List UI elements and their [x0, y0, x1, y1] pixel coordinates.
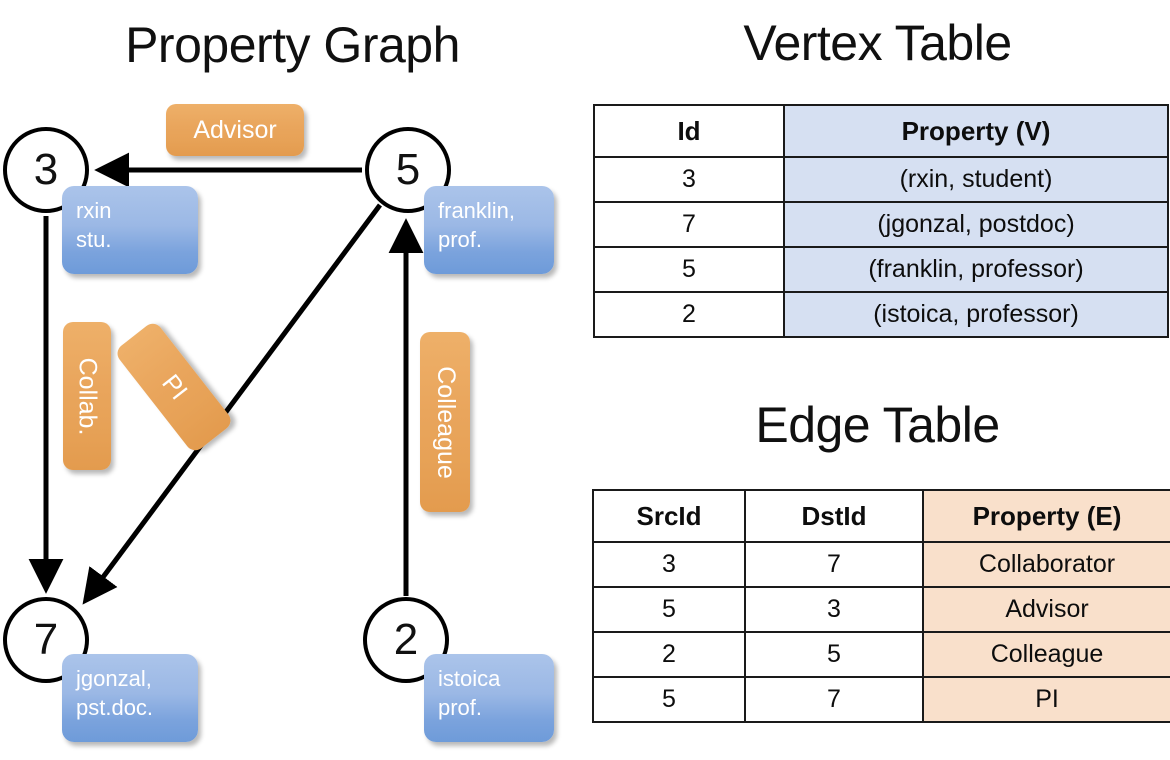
- table-row: 2 (istoica, professor): [593, 291, 1169, 338]
- table-row: 5 7 PI: [592, 676, 1170, 723]
- vertex-cell-property: (franklin, professor): [783, 246, 1169, 293]
- graph-edge-lines: [28, 152, 424, 605]
- node-property-line: stu.: [76, 227, 112, 253]
- node-property-line: franklin,: [438, 198, 516, 223]
- page-title-vertex-table: Vertex Table: [743, 15, 1012, 71]
- vertex-cell-property: (istoica, professor): [783, 291, 1169, 338]
- node-property-callout-2: istoica prof.: [424, 654, 554, 742]
- node-property-line: rxin: [76, 198, 112, 223]
- graph-node-5[interactable]: 5: [365, 127, 451, 213]
- edge-label-text: PI: [156, 368, 193, 405]
- edge-label-collab: Collab.: [63, 322, 111, 470]
- edge-cell-dstid: 7: [744, 541, 924, 588]
- edge-cell-srcid: 5: [592, 676, 746, 723]
- edge-table-header-property: Property (E): [922, 489, 1170, 543]
- table-header-row: SrcId DstId Property (E): [592, 489, 1170, 543]
- edge-cell-dstid: 3: [744, 586, 924, 633]
- vertex-table-header-property: Property (V): [783, 104, 1169, 158]
- node-property-line: jgonzal,: [76, 666, 152, 691]
- edge-cell-dstid: 5: [744, 631, 924, 678]
- edge-table-header-dstid: DstId: [744, 489, 924, 543]
- graph-node-2[interactable]: 2: [363, 597, 449, 683]
- table-header-row: Id Property (V): [593, 104, 1169, 158]
- node-property-line: prof.: [438, 695, 483, 721]
- edge-cell-srcid: 3: [592, 541, 746, 588]
- table-row: 5 (franklin, professor): [593, 246, 1169, 293]
- vertex-cell-id: 3: [593, 156, 785, 203]
- graph-edge-5-to-7: [82, 203, 383, 605]
- edge-cell-property: Collaborator: [922, 541, 1170, 588]
- edge-cell-dstid: 7: [744, 676, 924, 723]
- table-row: 7 (jgonzal, postdoc): [593, 201, 1169, 248]
- edge-table: SrcId DstId Property (E) 3 7 Collaborato…: [592, 489, 1170, 723]
- property-graph-diagram: 3 5 7 2 rxin stu. franklin, prof. jgonza…: [3, 104, 554, 742]
- edge-cell-property: Colleague: [922, 631, 1170, 678]
- page-title-property-graph: Property Graph: [125, 17, 460, 73]
- edge-cell-property: Advisor: [922, 586, 1170, 633]
- edge-cell-srcid: 2: [592, 631, 746, 678]
- table-row: 5 3 Advisor: [592, 586, 1170, 633]
- edge-label-text: Collab.: [73, 357, 102, 435]
- vertex-cell-id: 2: [593, 291, 785, 338]
- table-row: 2 5 Colleague: [592, 631, 1170, 678]
- node-property-line: istoica: [438, 666, 501, 691]
- node-property-callout-5: franklin, prof.: [424, 186, 554, 274]
- edge-label-advisor: Advisor: [166, 104, 304, 156]
- vertex-table-header-id: Id: [593, 104, 785, 158]
- vertex-cell-id: 7: [593, 201, 785, 248]
- edge-cell-srcid: 5: [592, 586, 746, 633]
- table-row: 3 (rxin, student): [593, 156, 1169, 203]
- edge-table-header-srcid: SrcId: [592, 489, 746, 543]
- page-title-edge-table: Edge Table: [755, 397, 1000, 453]
- edge-label-colleague: Colleague: [420, 332, 470, 512]
- vertex-table: Id Property (V) 3 (rxin, student) 7 (jgo…: [593, 104, 1169, 338]
- edge-cell-property: PI: [922, 676, 1170, 723]
- vertex-cell-property: (jgonzal, postdoc): [783, 201, 1169, 248]
- node-property-callout-7: jgonzal, pst.doc.: [62, 654, 198, 742]
- vertex-cell-id: 5: [593, 246, 785, 293]
- node-property-callout-3: rxin stu.: [62, 186, 198, 274]
- table-row: 3 7 Collaborator: [592, 541, 1170, 588]
- edge-label-text: Colleague: [431, 365, 460, 479]
- node-property-line: pst.doc.: [76, 695, 154, 721]
- vertex-cell-property: (rxin, student): [783, 156, 1169, 203]
- node-property-line: prof.: [438, 227, 483, 253]
- edge-label-text: Advisor: [193, 115, 277, 144]
